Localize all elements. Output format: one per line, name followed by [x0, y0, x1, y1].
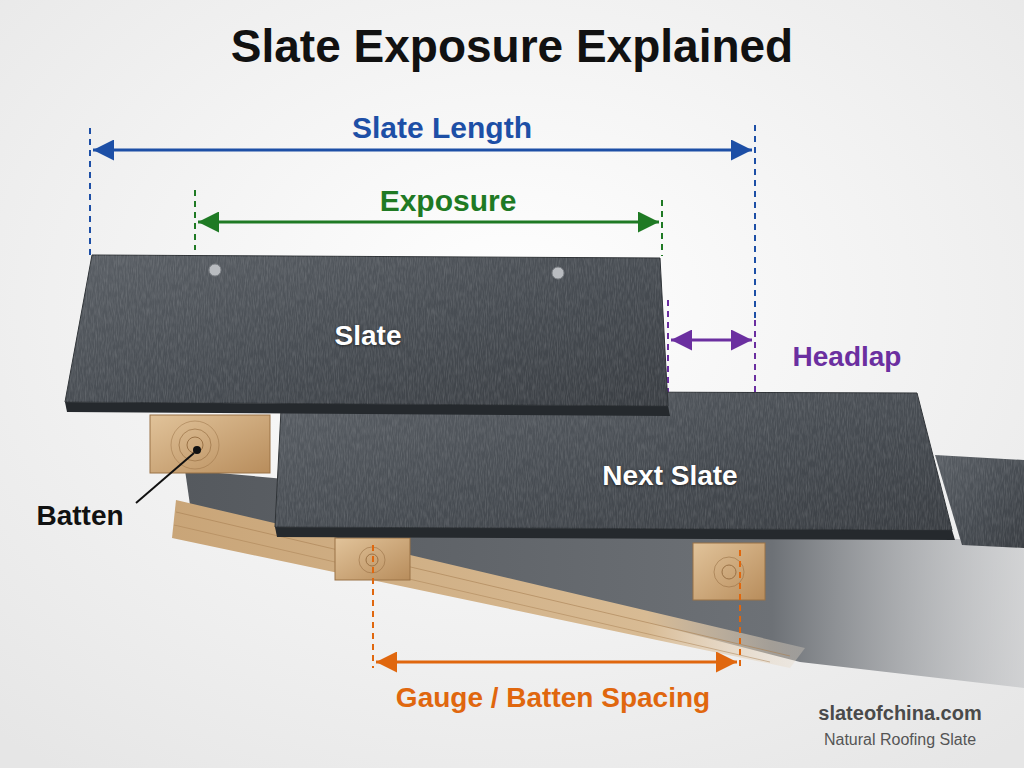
watermark: slateofchina.com [818, 702, 981, 725]
nail-head [209, 264, 221, 276]
dimension-label: Exposure [380, 184, 517, 219]
wood-grain [174, 525, 770, 662]
nail-head [552, 267, 564, 279]
dimension-label: Gauge / Batten Spacing [396, 682, 710, 714]
batten [693, 543, 765, 600]
slate-face [65, 255, 668, 406]
slate-tile: Slate [62, 250, 674, 422]
watermark: Natural Roofing Slate [824, 731, 976, 749]
slate-texture [65, 255, 668, 406]
slate-label: Slate [335, 320, 402, 352]
dimension-label: Headlap [793, 341, 902, 373]
slate-face [275, 391, 952, 530]
slate-label: Next Slate [602, 460, 737, 492]
batten-leader [136, 446, 201, 503]
dimension-label: Slate Length [352, 111, 532, 146]
batten [150, 415, 270, 473]
gauge-dimension [373, 545, 740, 668]
diagram-title: Slate Exposure Explained [231, 20, 793, 73]
part-label: Batten [36, 500, 123, 532]
slate-texture [275, 391, 952, 530]
